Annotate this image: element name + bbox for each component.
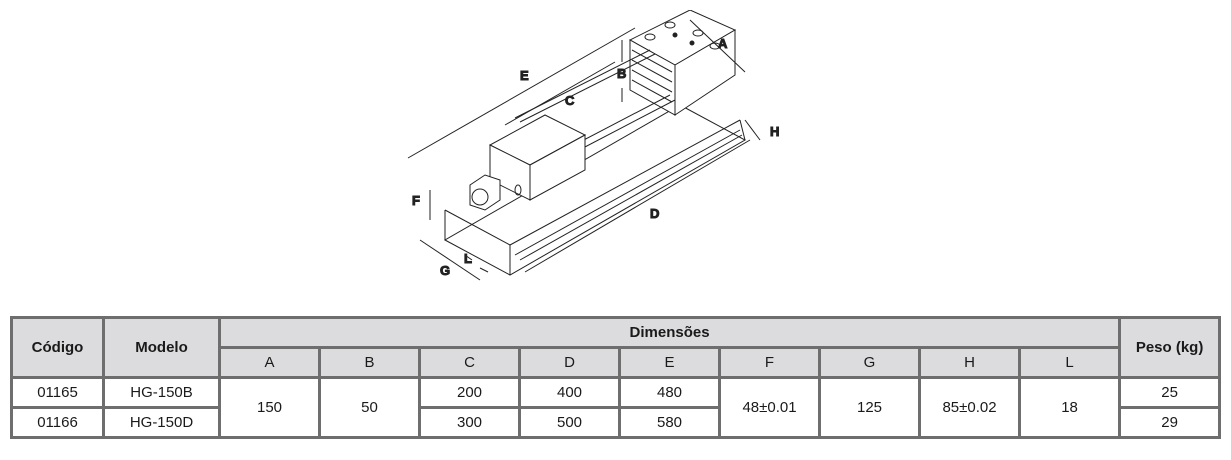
table-row: 01166 HG-150D 300 500 580 29 — [10, 406, 1222, 439]
specification-table: Código Modelo Dimensões Peso (kg) A B C … — [10, 316, 1222, 439]
cell-peso: 25 — [1118, 376, 1222, 409]
header-dim-d: D — [518, 346, 621, 379]
dimension-lines — [407, 19, 761, 281]
dim-label-e: E — [520, 68, 529, 83]
cell-codigo: 01166 — [10, 406, 105, 439]
dim-label-l: L — [464, 251, 472, 266]
cell-dim-a: 150 — [218, 376, 321, 439]
cell-dim-h: 85±0.02 — [918, 376, 1021, 439]
header-modelo: Modelo — [102, 316, 221, 379]
cell-codigo: 01165 — [10, 376, 105, 409]
cell-dim-g: 125 — [818, 376, 921, 439]
vise-drawing-svg: E C B A H D F G L — [407, 9, 780, 281]
dim-label-c: C — [565, 93, 575, 108]
dim-label-h: H — [770, 124, 779, 139]
dim-label-g: G — [440, 263, 450, 278]
table-row: 01165 HG-150B 150 50 200 400 480 48±0.01… — [10, 376, 1222, 439]
cell-dim-d: 500 — [518, 406, 621, 439]
cell-dim-b: 50 — [318, 376, 421, 439]
cell-peso: 29 — [1118, 406, 1222, 439]
table-header-row: Código Modelo Dimensões Peso (kg) — [10, 316, 1222, 379]
vise-technical-drawing: E C B A H D F G L — [400, 9, 800, 295]
cell-dim-c: 300 — [418, 406, 521, 439]
dim-label-b: B — [617, 66, 626, 81]
header-dim-b: B — [318, 346, 421, 379]
header-codigo: Código — [10, 316, 105, 379]
cell-dim-e: 480 — [618, 376, 721, 409]
header-dim-c: C — [418, 346, 521, 379]
cell-dim-f: 48±0.01 — [718, 376, 821, 439]
dim-label-a: A — [718, 36, 728, 51]
header-peso: Peso (kg) — [1118, 316, 1222, 379]
cell-dim-d: 400 — [518, 376, 621, 409]
cell-dim-l: 18 — [1017, 376, 1122, 439]
cell-dim-c: 200 — [418, 376, 521, 409]
cell-modelo: HG-150B — [102, 376, 221, 409]
table-subheader-row: A B C D E F G H L — [12, 346, 1220, 379]
cell-dim-e: 580 — [618, 406, 721, 439]
header-dimensoes: Dimensões — [217, 316, 1122, 349]
header-dim-a: A — [218, 346, 321, 379]
header-dim-h: H — [918, 346, 1021, 379]
header-dim-f: F — [718, 346, 821, 379]
dim-label-f: F — [412, 193, 420, 208]
header-dim-g: G — [818, 346, 921, 379]
cell-modelo: HG-150D — [102, 406, 221, 439]
header-dim-l: L — [1017, 346, 1122, 379]
header-dim-e: E — [618, 346, 721, 379]
dim-label-d: D — [650, 206, 659, 221]
vise-body-outline — [443, 9, 747, 276]
